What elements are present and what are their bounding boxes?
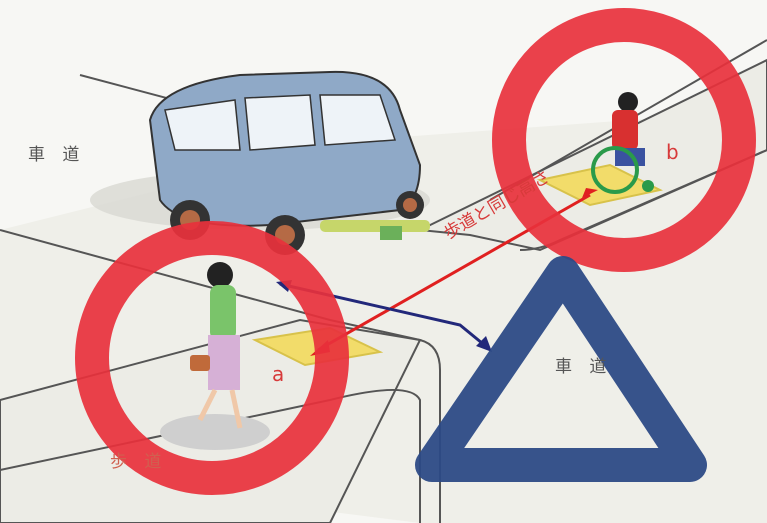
triangle-mark-icon — [415, 256, 707, 482]
car-icon — [90, 70, 430, 255]
pedestrian-woman-icon — [160, 262, 270, 450]
blue-arrowhead-end — [476, 336, 492, 352]
circle-mark-icon — [75, 221, 349, 495]
road-label: 車 道 — [28, 145, 86, 165]
marker-a-label: a — [272, 362, 285, 386]
wheelchair-user-icon — [591, 92, 654, 194]
circle-mark-icon — [492, 8, 756, 272]
marker-b-label: b — [666, 140, 679, 164]
red-arrowhead-b — [582, 188, 598, 198]
road-label: 車 道 — [555, 357, 613, 377]
blue-arrow — [279, 282, 489, 350]
sidewalk-label: 歩 道 — [110, 452, 168, 472]
